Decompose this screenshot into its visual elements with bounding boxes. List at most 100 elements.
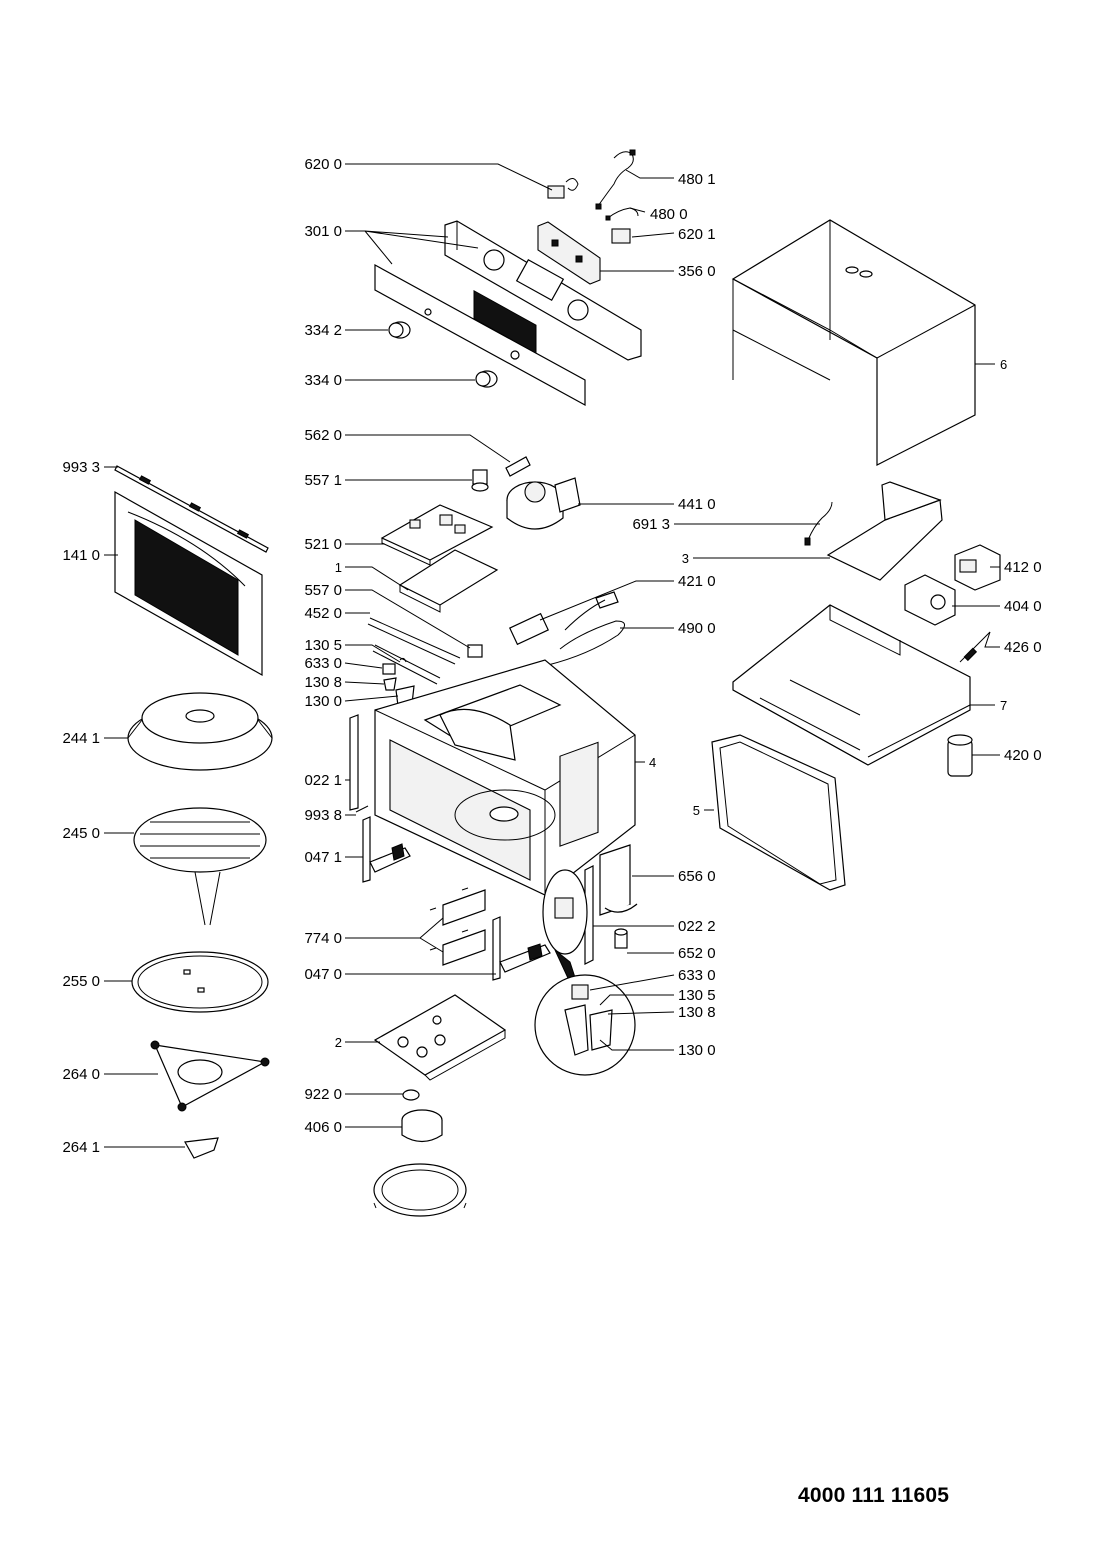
- tray-255-0-part: [131, 951, 269, 1013]
- label-557-1: 557 1: [304, 472, 342, 489]
- diode-426-0-part: [959, 631, 991, 663]
- liner-5-part: [711, 734, 846, 891]
- label-022-1: 022 1: [304, 772, 342, 789]
- label-406-0: 406 0: [304, 1119, 342, 1136]
- power-cord-490-0-part: [547, 591, 625, 666]
- label-301-0: 301 0: [304, 223, 342, 240]
- switch-652-0-part: [614, 928, 628, 949]
- thermostat-557-1-part: [471, 469, 489, 492]
- part-labels: 620 0 480 1 480 0 620 1 301 0 356 0 334 …: [62, 156, 1041, 1156]
- hinge-047-1-part: [362, 816, 411, 883]
- fan-motor-441-0-part: [506, 477, 581, 530]
- switch-633-0-part: [382, 663, 396, 675]
- label-993-8: 993 8: [304, 807, 342, 824]
- hinge-047-0-part: [492, 916, 551, 981]
- spring-130-5-part: [399, 657, 407, 663]
- label-441-0: 441 0: [678, 496, 716, 513]
- fuse-562-0-part: [505, 456, 531, 477]
- label-620-1: 620 1: [678, 226, 716, 243]
- oven-cavity-4-part: [374, 659, 636, 896]
- label-264-1: 264 1: [62, 1139, 100, 1156]
- document-number: 4000 111 11605: [798, 1484, 950, 1507]
- duct-3-part: [826, 481, 943, 581]
- label-245-0: 245 0: [62, 825, 100, 842]
- label-620-0: 620 0: [304, 156, 342, 173]
- label-452-0: 452 0: [304, 605, 342, 622]
- control-panel-301-0-part: [374, 220, 642, 407]
- capacitor-420-0-part: [947, 734, 973, 777]
- magnetron-404-0-part: [904, 574, 956, 626]
- ring-part: [373, 1163, 467, 1217]
- rod-452-0-part: [367, 617, 461, 685]
- label-130-8-upper: 130 8: [304, 674, 342, 691]
- coupler-264-1-part: [184, 1137, 219, 1159]
- label-922-0: 922 0: [304, 1086, 342, 1103]
- label-3: 3: [682, 551, 689, 566]
- label-2: 2: [335, 1035, 342, 1050]
- label-022-2: 022 2: [678, 918, 716, 935]
- plate-774-0-part: [429, 887, 486, 966]
- thermostat-557-0-part: [467, 644, 483, 658]
- wire-691-3-part: [804, 501, 833, 546]
- label-480-0: 480 0: [650, 206, 688, 223]
- knob-334-2-part: [388, 321, 411, 339]
- label-562-0: 562 0: [304, 427, 342, 444]
- label-7: 7: [1000, 698, 1007, 713]
- switch-620-0-part: [547, 178, 579, 199]
- label-255-0: 255 0: [62, 973, 100, 990]
- label-633-0-upper: 633 0: [304, 655, 342, 672]
- label-130-0-upper: 130 0: [304, 693, 342, 710]
- door-141-0-part: [114, 490, 263, 677]
- label-480-1: 480 1: [678, 171, 716, 188]
- label-334-2: 334 2: [304, 322, 342, 339]
- label-5: 5: [693, 803, 700, 818]
- label-244-1: 244 1: [62, 730, 100, 747]
- rack-245-0-part: [133, 807, 267, 926]
- label-557-0: 557 0: [304, 582, 342, 599]
- label-130-0-lower: 130 0: [678, 1042, 716, 1059]
- label-691-3: 691 3: [632, 516, 670, 533]
- strip-022-2-part: [584, 865, 594, 965]
- bracket-656-0-part: [599, 844, 638, 916]
- label-356-0: 356 0: [678, 263, 716, 280]
- board-356-0-part: [537, 221, 601, 285]
- label-421-0: 421 0: [678, 573, 716, 590]
- wire-480-1-part: [595, 149, 636, 210]
- label-420-0: 420 0: [1004, 747, 1042, 764]
- motor-406-0-part: [401, 1109, 443, 1143]
- capacitor-421-0-part: [508, 612, 550, 646]
- strip-993-3-part: [114, 465, 269, 553]
- label-130-5-upper: 130 5: [304, 637, 342, 654]
- switch-620-1-part: [611, 228, 631, 244]
- roller-264-0-part: [150, 1040, 270, 1112]
- label-490-0: 490 0: [678, 620, 716, 637]
- label-047-0: 047 0: [304, 966, 342, 983]
- label-652-0: 652 0: [678, 945, 716, 962]
- label-141-0: 141 0: [62, 547, 100, 564]
- label-047-1: 047 1: [304, 849, 342, 866]
- base-plate-7-part: [732, 604, 971, 766]
- label-774-0: 774 0: [304, 930, 342, 947]
- label-130-8-lower: 130 8: [678, 1004, 716, 1021]
- label-404-0: 404 0: [1004, 598, 1042, 615]
- bracket-1-part: [398, 549, 499, 613]
- washer-922-0-part: [402, 1089, 420, 1101]
- casing-6-part: [731, 219, 976, 466]
- lever-130-8-part: [383, 677, 397, 691]
- cover-244-1-part: [127, 692, 273, 771]
- label-656-0: 656 0: [678, 868, 716, 885]
- label-130-5-lower: 130 5: [678, 987, 716, 1004]
- screw-993-8-part: [355, 805, 369, 813]
- pcb-521-0-part: [380, 504, 494, 566]
- label-993-3: 993 3: [62, 459, 100, 476]
- wire-480-0-part: [605, 207, 639, 221]
- knob-334-0-part: [475, 370, 498, 388]
- label-334-0: 334 0: [304, 372, 342, 389]
- label-412-0: 412 0: [1004, 559, 1042, 576]
- label-264-0: 264 0: [62, 1066, 100, 1083]
- label-6: 6: [1000, 357, 1007, 372]
- strip-022-1-part: [349, 714, 359, 811]
- label-521-0: 521 0: [304, 536, 342, 553]
- label-1: 1: [335, 560, 342, 575]
